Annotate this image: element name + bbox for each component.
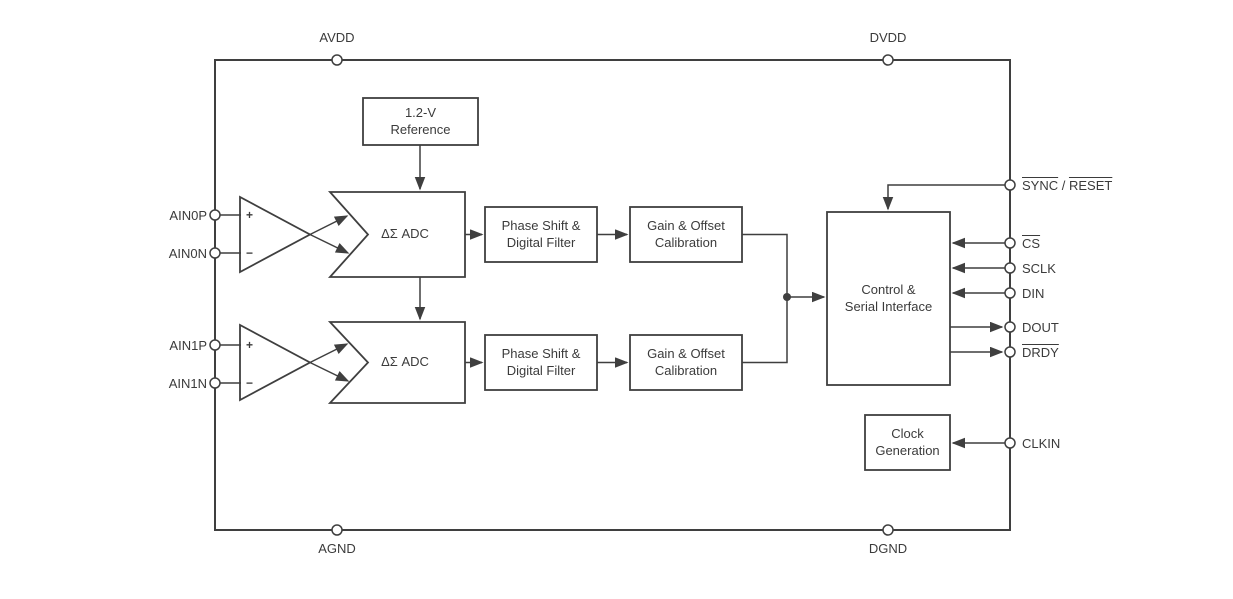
adc0-block xyxy=(327,191,466,278)
amp0-plus-sign: + xyxy=(246,208,254,222)
amp1-minus-sign: − xyxy=(246,376,254,390)
wire-gain0-junction xyxy=(742,233,788,297)
gain1-block xyxy=(629,334,743,391)
pin-label-ain1n: AIN1N xyxy=(168,376,207,391)
pin-label-avdd: AVDD xyxy=(319,30,355,45)
pin-label-dvdd: DVDD xyxy=(869,30,907,45)
reference-block xyxy=(362,97,479,146)
amp0-minus-sign: − xyxy=(246,246,254,260)
junction-dot xyxy=(783,293,791,301)
pin-dgnd xyxy=(882,524,894,536)
amp1-plus-sign: + xyxy=(246,338,254,352)
amp0-triangle xyxy=(239,195,312,274)
pin-label-ain0n: AIN0N xyxy=(168,246,207,261)
reset-label-part: RESET xyxy=(1068,178,1113,193)
phase1-block xyxy=(484,334,598,391)
pin-ain0n xyxy=(209,247,221,259)
wire-amp0-out-top xyxy=(309,215,349,236)
phase0-block xyxy=(484,206,598,263)
pin-avdd xyxy=(331,54,343,66)
pin-label-ain0p: AIN0P xyxy=(169,208,207,223)
pin-cs xyxy=(1004,237,1016,249)
clock-block xyxy=(864,414,951,471)
pin-ain0p xyxy=(209,209,221,221)
pin-label-dout: DOUT xyxy=(1022,320,1059,335)
amp1-triangle xyxy=(239,323,312,402)
pin-agnd xyxy=(331,524,343,536)
pin-label-dgnd: DGND xyxy=(868,541,908,556)
wire-amp1-out-top xyxy=(309,343,349,364)
sync-label-part: SYNC xyxy=(1022,178,1059,193)
pin-label-drdy: DRDY xyxy=(1022,345,1059,360)
wires xyxy=(220,145,1005,449)
block-shapes xyxy=(239,97,951,471)
pin-sclk xyxy=(1004,262,1016,274)
pin-label-sclk: SCLK xyxy=(1022,261,1056,276)
wire-amp0-out-bottom xyxy=(309,233,350,254)
wire-gain1-junction xyxy=(742,297,788,364)
pin-ain1p xyxy=(209,339,221,351)
pin-label-din: DIN xyxy=(1022,286,1045,301)
control-block xyxy=(826,211,951,386)
adc1-block xyxy=(327,321,466,404)
wire-sync-control xyxy=(882,184,1005,211)
pin-label-cs: CS xyxy=(1022,236,1041,251)
pin-label-agnd: AGND xyxy=(318,541,356,556)
pin-din xyxy=(1004,287,1016,299)
wire-amp1-out-bottom xyxy=(309,361,350,382)
pin-dvdd xyxy=(882,54,894,66)
gain0-block xyxy=(629,206,743,263)
pin-drdy xyxy=(1004,346,1016,358)
pin-label-sync-reset: SYNC / RESET xyxy=(1022,178,1112,193)
pin-clkin xyxy=(1004,437,1016,449)
pin-dout xyxy=(1004,321,1016,333)
pin-ain1n xyxy=(209,377,221,389)
pin-circles xyxy=(209,54,1016,536)
pin-label-ain1p: AIN1P xyxy=(169,338,207,353)
sync-reset-separator: / xyxy=(1058,178,1069,193)
pin-label-clkin: CLKIN xyxy=(1022,436,1061,451)
pin-sync-reset xyxy=(1004,179,1016,191)
